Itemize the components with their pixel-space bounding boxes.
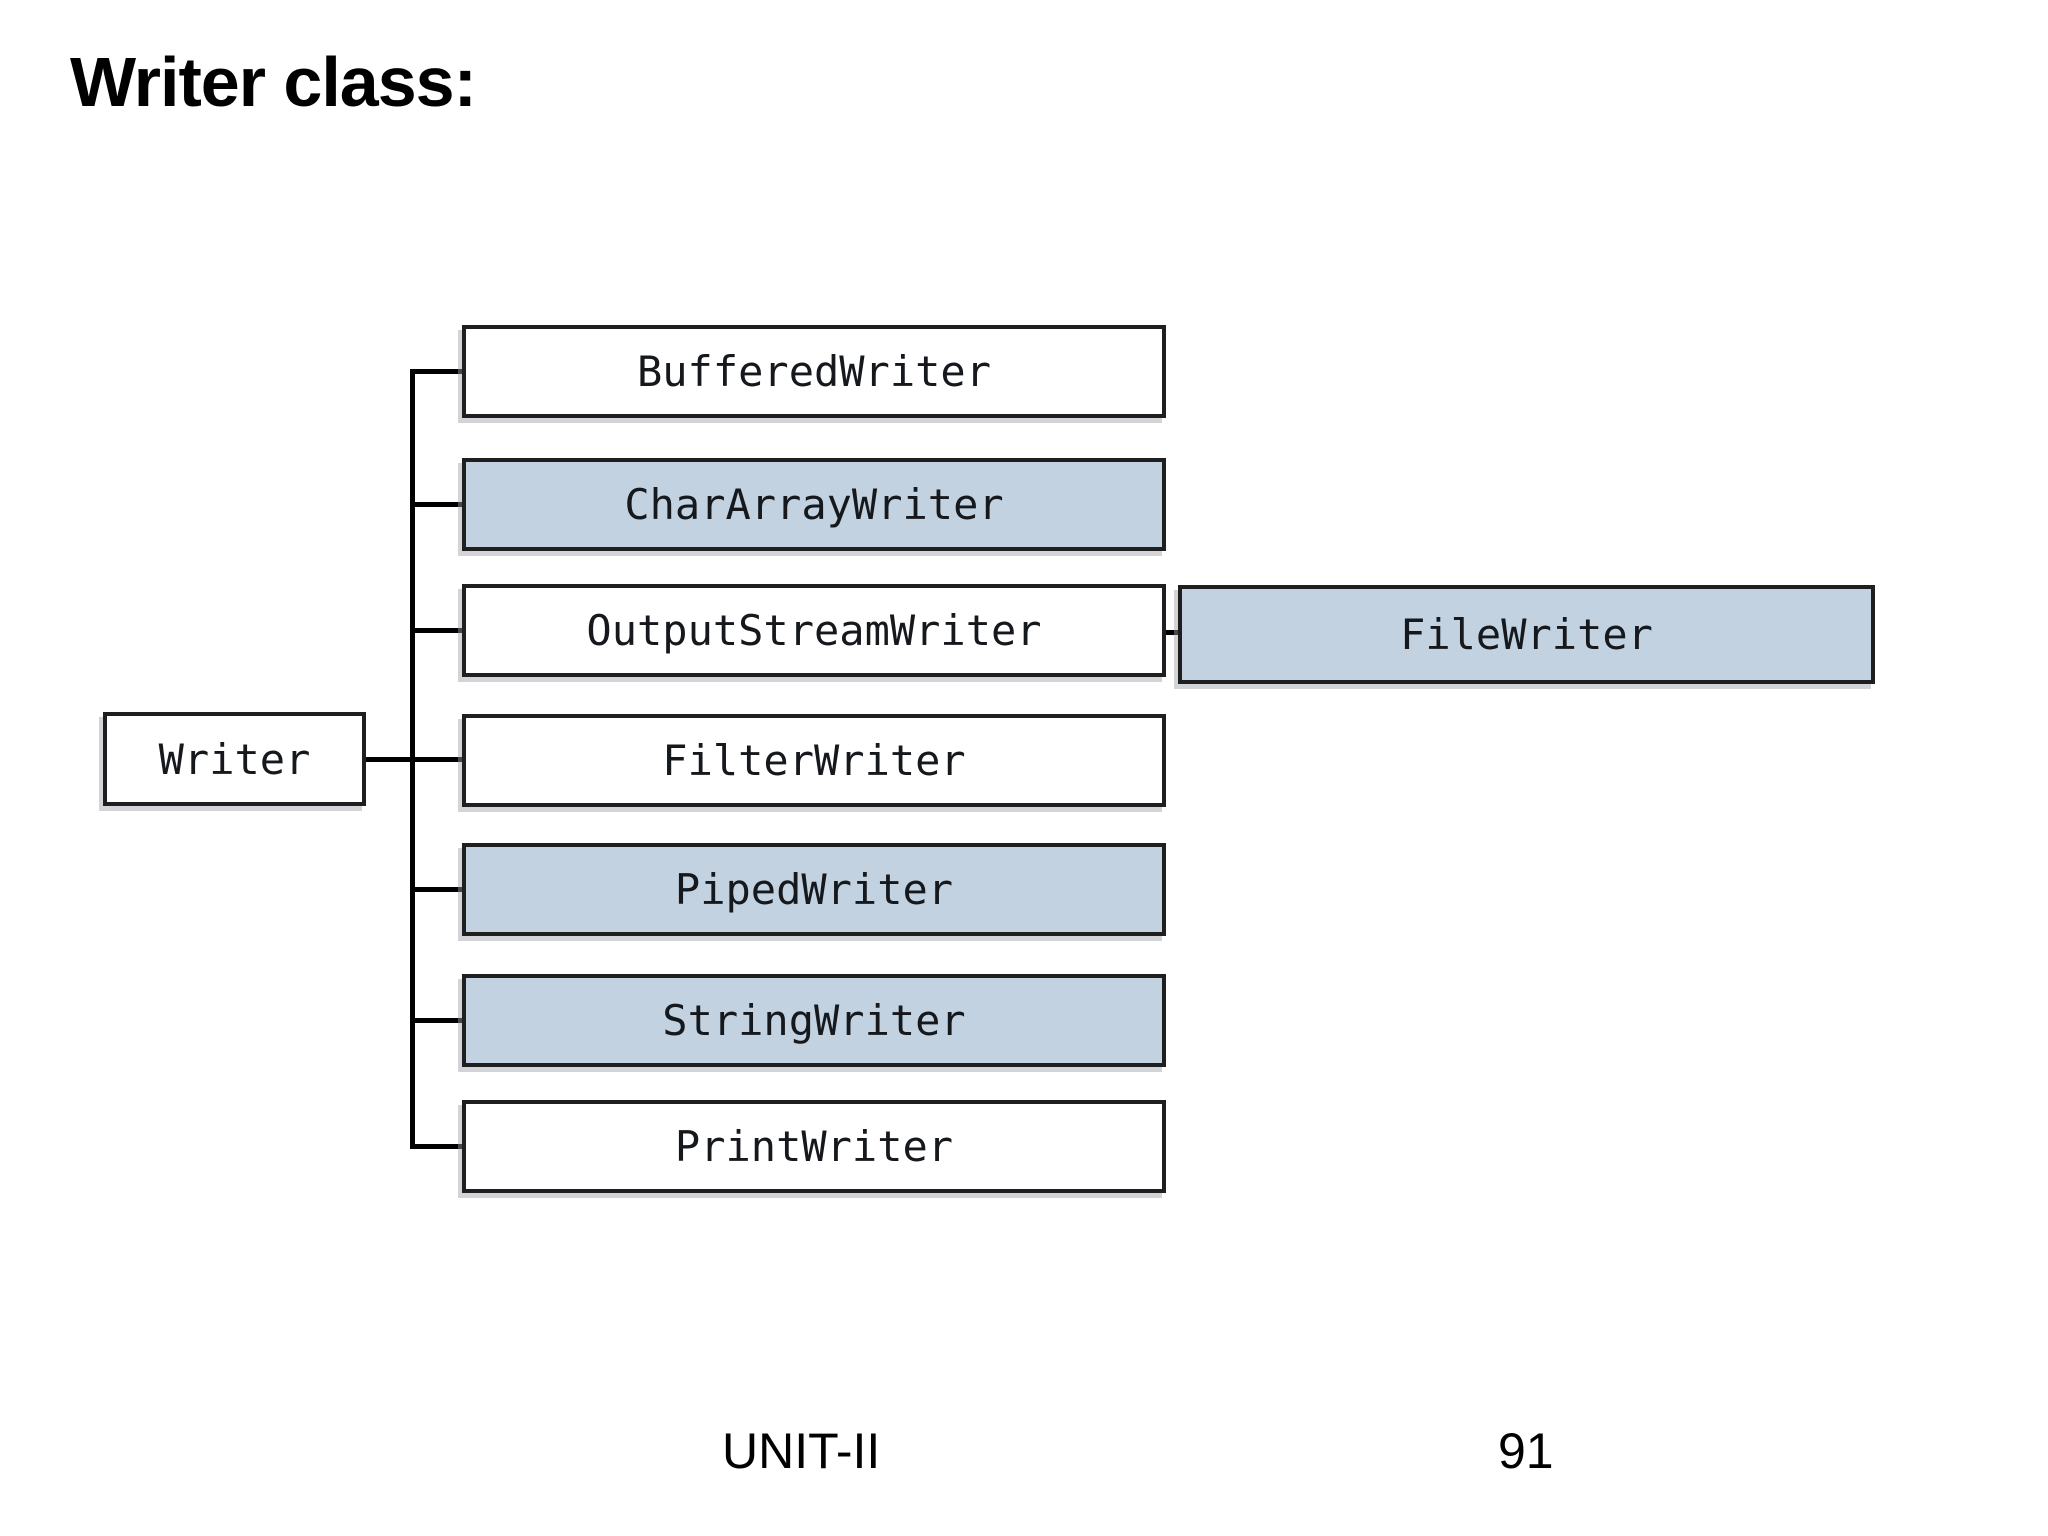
class-box-filterwriter: FilterWriter	[462, 714, 1166, 807]
class-box-writer: Writer	[103, 712, 366, 806]
connector-branch	[410, 757, 467, 762]
footer-unit-label: UNIT-II	[722, 1423, 881, 1479]
connector-root-to-trunk	[362, 757, 414, 762]
page-title: Writer class:	[70, 43, 477, 121]
connector-branch	[410, 887, 467, 892]
class-box-pipedwriter: PipedWriter	[462, 843, 1166, 936]
connector-branch	[410, 1018, 467, 1023]
class-box-bufferedwriter: BufferedWriter	[462, 325, 1166, 418]
connector-outputstreamwriter-to-filewriter	[1162, 630, 1182, 635]
connector-branch	[410, 1144, 467, 1149]
class-box-filewriter: FileWriter	[1178, 585, 1875, 684]
class-box-printwriter: PrintWriter	[462, 1100, 1166, 1193]
class-box-stringwriter: StringWriter	[462, 974, 1166, 1067]
connector-branch	[410, 628, 467, 633]
connector-branch	[410, 502, 467, 507]
class-box-outputstreamwriter: OutputStreamWriter	[462, 584, 1166, 677]
class-box-chararraywriter: CharArrayWriter	[462, 458, 1166, 551]
footer-page-number: 91	[1498, 1423, 1554, 1479]
connector-branch	[410, 369, 467, 374]
